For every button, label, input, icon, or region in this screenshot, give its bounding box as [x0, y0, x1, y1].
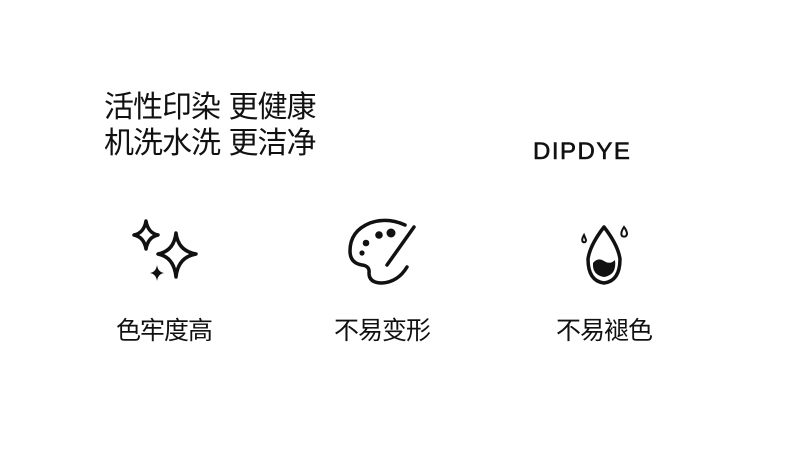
feature-no-deform: 不易变形 [282, 215, 482, 347]
feature-label: 色牢度高 [115, 316, 213, 345]
headline: 活性印染 更健康 机洗水洗 更洁净 [104, 90, 317, 162]
headline-line-1: 活性印染 更健康 [104, 90, 317, 125]
headline-line-2: 机洗水洗 更洁净 [104, 126, 317, 161]
sparkles-icon [132, 219, 198, 281]
feature-label: 不易褪色 [555, 316, 653, 345]
feature-label: 不易变形 [333, 316, 431, 345]
water-drop-icon [581, 225, 629, 285]
feature-colorfastness: 色牢度高 [64, 215, 264, 347]
brand-logo: DIPDYE [533, 138, 632, 166]
feature-no-fade: 不易褪色 [504, 215, 704, 347]
palette-icon [348, 218, 416, 285]
